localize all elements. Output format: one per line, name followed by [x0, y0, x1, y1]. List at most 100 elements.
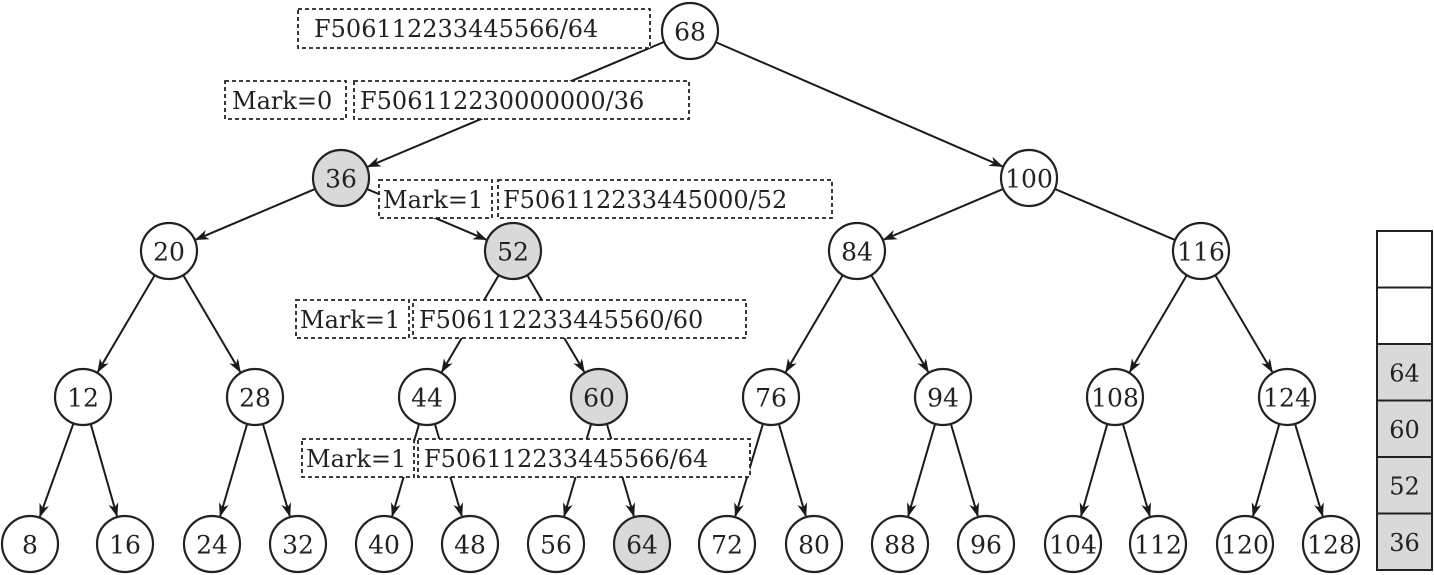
node-circle [0, 514, 60, 574]
tree-node-64: 64 [612, 514, 672, 574]
edge-12-to-16 [89, 423, 119, 518]
node-label: 112 [1134, 531, 1182, 560]
stack-cell: 36 [1376, 512, 1433, 571]
edge-116-to-124 [1214, 274, 1274, 373]
node-circle [1128, 514, 1188, 574]
node-label: 96 [970, 531, 1002, 560]
node-label: 116 [1177, 238, 1225, 267]
tree-node-32: 32 [268, 514, 328, 574]
node-circle [1257, 367, 1317, 427]
tree-node-112: 112 [1128, 514, 1188, 574]
node-circle [913, 367, 973, 427]
edge-100-to-84 [882, 188, 1004, 241]
tree-node-100: 100 [999, 148, 1059, 208]
annotations-layer: F506112233445566/64 Mark=0 F506112230000… [224, 8, 833, 478]
node-label: 124 [1263, 384, 1311, 413]
node-circle [697, 514, 757, 574]
node-label: 52 [497, 238, 529, 267]
node-circle [1043, 514, 1103, 574]
node-circle [268, 514, 328, 574]
node-label: 56 [540, 531, 572, 560]
tree-node-36: 36 [311, 148, 371, 208]
tree-node-12: 12 [53, 367, 113, 427]
tree-node-84: 84 [827, 221, 887, 281]
tree-node-60: 60 [569, 367, 629, 427]
stack-cell-box [1376, 343, 1433, 402]
node-label: 28 [239, 384, 271, 413]
node-label: 88 [884, 531, 916, 560]
annotation-mark-text: Mark=1 [383, 186, 483, 214]
tree-node-104: 104 [1043, 514, 1103, 574]
node-circle [660, 1, 720, 61]
tree-node-20: 20 [139, 221, 199, 281]
edge-108-to-112 [1121, 423, 1152, 518]
edge-28-to-24 [218, 423, 249, 518]
edge-68-to-100 [715, 41, 1004, 168]
node-label: 68 [674, 18, 706, 47]
node-label: 36 [325, 165, 357, 194]
edge-124-to-120 [1251, 423, 1281, 518]
tree-node-124: 124 [1257, 367, 1317, 427]
edge-94-to-96 [949, 423, 980, 518]
annotation-node-64: Mark=1 F506112233445566/64 [301, 438, 751, 478]
stack-cell: 52 [1376, 456, 1433, 515]
edge-20-to-28 [182, 274, 242, 373]
tree-node-24: 24 [182, 514, 242, 574]
annotation-root-key: F506112233445566/64 [297, 8, 651, 49]
annotation-node-60: Mark=1 F506112233445560/60 [295, 299, 747, 339]
node-label: 100 [1005, 165, 1053, 194]
node-circle [1171, 221, 1231, 281]
annotation-mark-text: Mark=1 [306, 445, 406, 473]
edge-108-to-104 [1079, 423, 1109, 518]
annotation-node-52: Mark=1 F506112233445000/52 [378, 179, 833, 219]
node-circle [956, 514, 1016, 574]
stack-cell [1376, 286, 1433, 345]
node-label: 48 [454, 531, 486, 560]
stack-cell-value: 36 [1389, 529, 1420, 557]
stack-cell-value: 52 [1389, 472, 1420, 500]
tree-node-68: 68 [660, 1, 720, 61]
node-circle [397, 367, 457, 427]
node-label: 16 [109, 531, 141, 560]
node-circle [612, 514, 672, 574]
stack-cell-box [1376, 286, 1433, 345]
tree-node-80: 80 [784, 514, 844, 574]
tree-node-44: 44 [397, 367, 457, 427]
node-label: 128 [1307, 531, 1355, 560]
node-label: 40 [368, 531, 400, 560]
annotation-mark-text: Mark=1 [300, 306, 400, 334]
node-circle [569, 367, 629, 427]
tree-node-76: 76 [741, 367, 801, 427]
edge-84-to-76 [784, 274, 844, 373]
annotation-key-text: F506112233445566/64 [314, 15, 598, 43]
node-circle [182, 514, 242, 574]
node-circle [870, 514, 930, 574]
stack-cell-value: 60 [1389, 416, 1420, 444]
edges-layer [38, 40, 1324, 518]
node-label: 84 [841, 238, 873, 267]
node-label: 108 [1091, 384, 1139, 413]
node-label: 76 [755, 384, 787, 413]
node-circle [483, 221, 543, 281]
edge-124-to-128 [1294, 423, 1324, 518]
node-circle [827, 221, 887, 281]
tree-node-40: 40 [354, 514, 414, 574]
stack-cell-value: 64 [1389, 359, 1420, 387]
node-label: 120 [1221, 531, 1269, 560]
node-circle [95, 514, 155, 574]
tree-node-52: 52 [483, 221, 543, 281]
node-circle [440, 514, 500, 574]
stack-cell-box [1376, 512, 1433, 571]
node-circle [526, 514, 586, 574]
tree-node-8: 8 [0, 514, 60, 574]
node-circle [311, 148, 371, 208]
node-label: 60 [583, 384, 615, 413]
node-label: 80 [798, 531, 830, 560]
node-label: 24 [196, 531, 228, 560]
node-label: 44 [411, 384, 443, 413]
tree-node-120: 120 [1215, 514, 1275, 574]
annotation-key-text: F506112233445566/64 [424, 445, 708, 473]
node-label: 32 [282, 531, 314, 560]
